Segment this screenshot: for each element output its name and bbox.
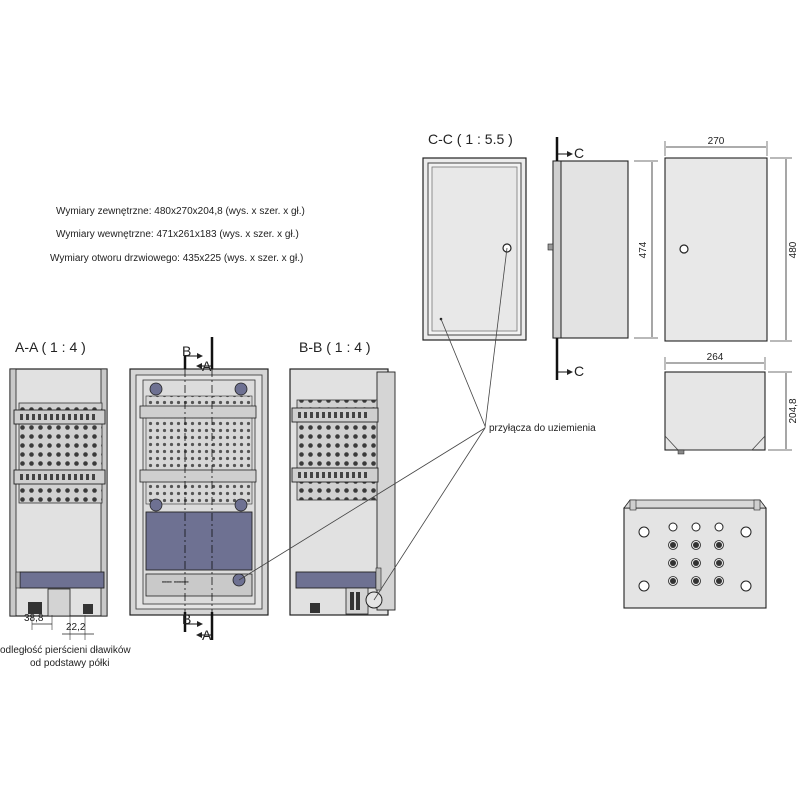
- section-mark-a-top: A: [202, 358, 212, 374]
- inner-dimensions-text: Wymiary wewnętrzne: 471x261x183 (wys. x …: [56, 229, 299, 240]
- dim-width-top: 270: [708, 136, 725, 147]
- gland-note-line2: od podstawy półki: [30, 658, 110, 669]
- ground-leaders: [238, 247, 508, 601]
- section-mark-b-bottom: B: [182, 611, 191, 627]
- dim-depth: 204,8: [788, 398, 799, 423]
- section-view-aa: 38,8 22,2: [9, 368, 108, 640]
- dim-gland-distance: 38,8: [24, 613, 44, 624]
- section-view-bb: [289, 368, 396, 616]
- section-mark-c-bottom: C: [574, 363, 584, 379]
- view-title-aa: A-A ( 1 : 4 ): [15, 339, 86, 355]
- section-mark-c-top: C: [574, 145, 584, 161]
- dim-height-outer: 480: [788, 241, 799, 258]
- view-title-cc: C-C ( 1 : 5.5 ): [428, 131, 513, 147]
- center-open-view: ▬▬▬▬ ▬▬▬▬▬▬ A A B B: [129, 337, 269, 643]
- door-lock-icon-2: [679, 244, 689, 254]
- spec-block: Wymiary zewnętrzne: 480x270x204,8 (wys. …: [50, 206, 305, 264]
- outer-dimensions-text: Wymiary zewnętrzne: 480x270x204,8 (wys. …: [56, 206, 305, 217]
- door-opening-text: Wymiary otworu drzwiowego: 435x225 (wys.…: [50, 253, 303, 264]
- front-view-door: [422, 157, 527, 341]
- dim-width-inner: 264: [707, 352, 724, 363]
- dim-gland-spacing: 22,2: [66, 622, 86, 633]
- ground-connections-label: przyłącza do uziemienia: [489, 423, 596, 434]
- top-view: 264 204,8: [664, 352, 799, 455]
- right-front-view: 270 480: [664, 136, 799, 342]
- section-mark-a-bottom: A: [202, 627, 212, 643]
- side-view: C C 474: [547, 137, 658, 380]
- view-title-bb: B-B ( 1 : 4 ): [299, 339, 371, 355]
- dim-height-inner: 474: [638, 241, 649, 258]
- section-mark-b-top: B: [182, 343, 191, 359]
- bottom-view-glands: [623, 499, 767, 609]
- gland-note-line1: odległość pierścieni dławików: [0, 645, 131, 656]
- svg-text:▬▬▬▬ ▬▬▬▬▬▬: ▬▬▬▬ ▬▬▬▬▬▬: [162, 579, 189, 584]
